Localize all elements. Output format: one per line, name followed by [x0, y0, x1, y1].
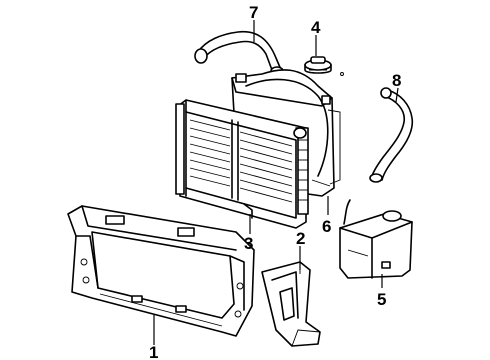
radiator-support-part — [67, 205, 255, 337]
callout-2: 2 — [296, 229, 305, 248]
radiator-part — [175, 99, 309, 229]
coolant-reservoir-part — [339, 199, 413, 279]
callout-4: 4 — [311, 18, 321, 37]
upper-hose-part — [194, 30, 284, 76]
callout-3: 3 — [244, 234, 253, 253]
callout-1: 1 — [149, 343, 158, 360]
air-deflector-part — [261, 261, 321, 347]
leader-lines — [153, 20, 399, 345]
callout-7: 7 — [249, 3, 258, 22]
lower-hose-part — [369, 87, 414, 183]
callout-6: 6 — [322, 217, 331, 236]
callout-5: 5 — [377, 290, 386, 309]
radiator-cap-part — [304, 56, 344, 76]
callout-8: 8 — [392, 71, 401, 90]
